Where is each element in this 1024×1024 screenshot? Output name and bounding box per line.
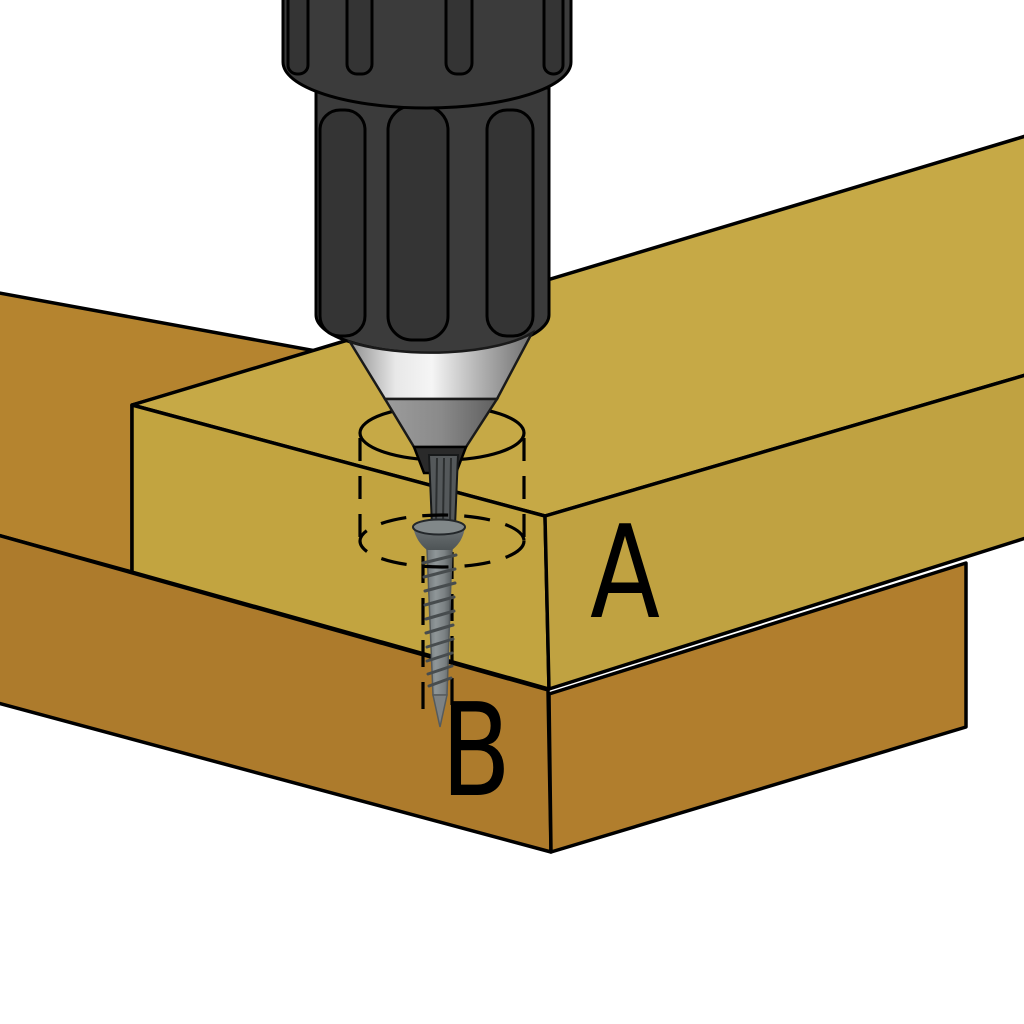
screw-tip — [432, 694, 448, 728]
barrel-slot — [542, 0, 565, 76]
screw-threads — [421, 553, 458, 688]
barrel-slot — [345, 0, 374, 76]
drill — [281, 0, 573, 527]
board-b — [0, 291, 968, 854]
pilot-hole-bottom-ellipse — [358, 513, 526, 569]
chuck-groove — [318, 108, 367, 338]
chuck-groove — [386, 104, 450, 342]
label-board-a: A — [590, 499, 660, 648]
barrel-slot — [286, 0, 310, 76]
board-b-front-right-face — [547, 561, 968, 854]
label-board-b: B — [441, 677, 511, 826]
board-a-front-face — [543, 373, 1024, 691]
barrel-slot — [444, 0, 474, 76]
barrel-slots — [286, 0, 565, 76]
chuck-groove — [485, 108, 535, 338]
labels: A B — [441, 499, 660, 826]
chuck-grip-grooves — [318, 104, 535, 342]
screw — [412, 518, 466, 728]
drill-nose-cone-silver — [347, 329, 536, 401]
screw-head-top — [412, 518, 466, 536]
drill-barrel — [281, 0, 573, 110]
